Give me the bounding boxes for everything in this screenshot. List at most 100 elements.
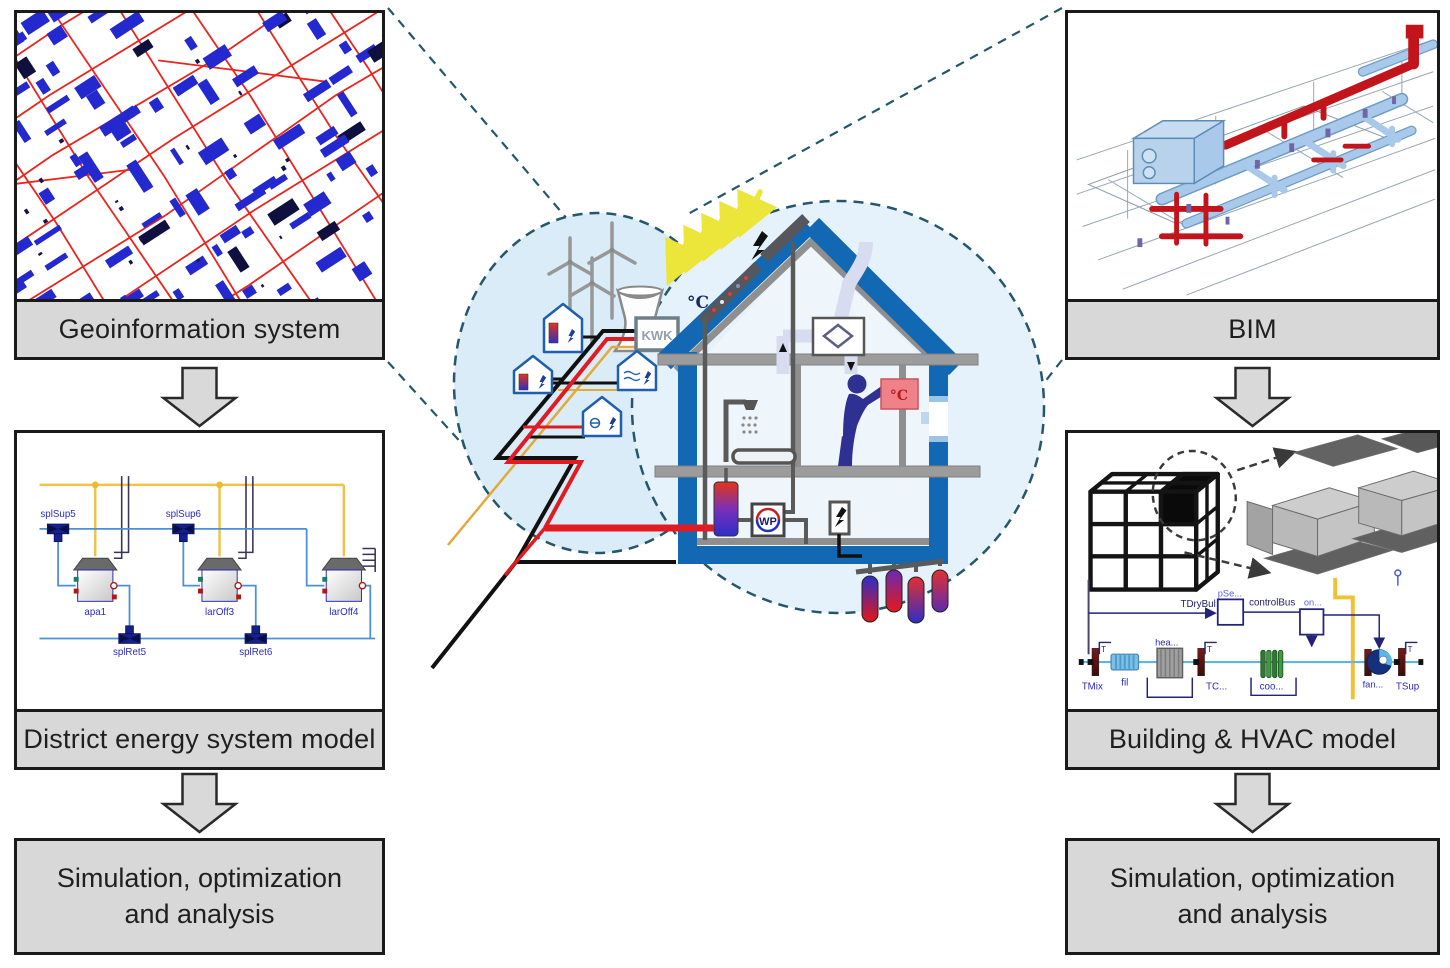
sensor-glyph [1394,569,1402,577]
splitter-valve [46,523,70,543]
bim-model [1076,24,1437,296]
small-house [581,395,623,438]
down-arrow-icon [1213,366,1292,428]
flow-arrow [1213,366,1292,428]
sun-rays-icon [665,188,778,286]
gis-label: Geoinformation system [58,314,341,344]
controller-block [1299,608,1325,636]
flow-arrow [160,772,239,834]
heat-recovery-unit [811,316,866,357]
hvac-label: on... [1304,597,1322,607]
house-cross-section: °C °C [654,214,981,624]
small-house [542,302,584,354]
down-arrow-icon [160,772,239,834]
zone-cube [1088,471,1220,592]
roof-right [804,217,964,376]
pipes [702,242,808,544]
building-component [197,557,243,602]
gis-buildings [17,13,382,299]
storage-tank-icon [713,481,739,537]
hvac-label: TDryBul [1181,599,1216,610]
temp-sensor: T [1087,641,1112,676]
flow-arrow [1213,772,1292,834]
pipe-pairs [113,476,376,572]
bim-figure [1065,10,1440,302]
down-arrow-icon [1213,772,1292,834]
gis-map [17,13,382,299]
splitter-valve [118,625,141,644]
hvac-modelica-diagram: T T [1078,433,1437,700]
district-model-figure: splSup5 splSup6 splRet5 splRet6 apa1 lar… [14,430,385,712]
splitter-valve [172,523,195,543]
solar-collector-icon [698,214,810,326]
supply-arrow-icon [779,343,787,352]
flow-arrow [160,366,239,428]
bim-label-bar: BIM [1065,299,1440,360]
hvac-label: TC... [1206,681,1227,692]
indoor-temp-label: °C [890,388,908,404]
simulation-line1: Simulation, optimization [1109,863,1396,894]
extract-arrow-icon [847,362,855,371]
svg-text:T: T [1408,645,1413,654]
slab-main [654,465,981,478]
wall-left [678,352,697,562]
hvac-label: TSup [1396,681,1420,692]
bathtub-icon [731,448,797,465]
electricity-lines [39,483,346,557]
district-houses [512,302,658,438]
svg-text:T: T [1101,645,1106,654]
bim-fittings [1137,96,1396,248]
district-model-label-bar: District energy system model [14,709,385,770]
bim-ahu-unit [1130,119,1227,185]
component-label: splSup6 [166,509,201,520]
window [921,396,948,442]
component-label: splSup5 [40,509,76,520]
zoom-arrow [1236,447,1297,472]
hvac-model-label: Building & HVAC model [1108,724,1397,754]
hvac-label: pSe... [1218,588,1242,598]
district-network-lines [430,329,716,670]
shower-icon [723,399,797,465]
simulation-line2: and analysis [1177,898,1328,929]
hvac-label: controlBus [1249,597,1295,608]
chp-label: KWK [641,328,673,343]
bim-blue-ducts [1155,39,1437,229]
simulation-line2: and analysis [124,898,275,929]
hvac-label: coo... [1260,681,1284,692]
psychrometrics-block [1216,598,1245,626]
building-component [72,557,118,602]
thermal-zones-3d [1246,433,1437,575]
component-label: splRet5 [113,647,147,658]
chp-box: KWK [634,316,680,352]
bim-label: BIM [1228,314,1277,344]
component-label: larOff3 [205,607,234,618]
borehole-probes [855,558,949,624]
hvac-model-figure: T T [1065,430,1440,712]
small-house [616,349,658,392]
lightning-icon [751,231,768,260]
electrical-box-icon [828,500,862,558]
component-label: larOff4 [329,607,359,618]
component-label: splRet6 [239,647,272,658]
hvac-model-label-bar: Building & HVAC model [1065,709,1440,770]
district-model-label: District energy system model [23,724,376,754]
indoor-temp-panel: °C [880,378,919,410]
cooling-coil-component [1250,649,1297,697]
hvac-label: fil [1121,678,1128,689]
hvac-simulation-box: Simulation, optimization and analysis [1065,838,1440,955]
simulation-line1: Simulation, optimization [56,863,343,894]
wall-right [929,362,948,562]
outdoor-temp-label: °C [687,293,709,313]
svg-text:T: T [1207,645,1212,654]
hvac-strip: T T [1078,569,1424,700]
zoom-connector-lines [387,7,1063,508]
temp-sensor: T [1193,641,1217,676]
hvac-label: fan... [1363,679,1384,689]
district-modelica-diagram: splSup5 splSup6 splRet5 splRet6 apa1 lar… [39,476,376,658]
heating-coil-component [1146,647,1194,698]
heat-pump-icon: WP [750,502,786,538]
zoom-arrow [1184,551,1272,579]
hvac-label: hea... [1155,637,1178,647]
